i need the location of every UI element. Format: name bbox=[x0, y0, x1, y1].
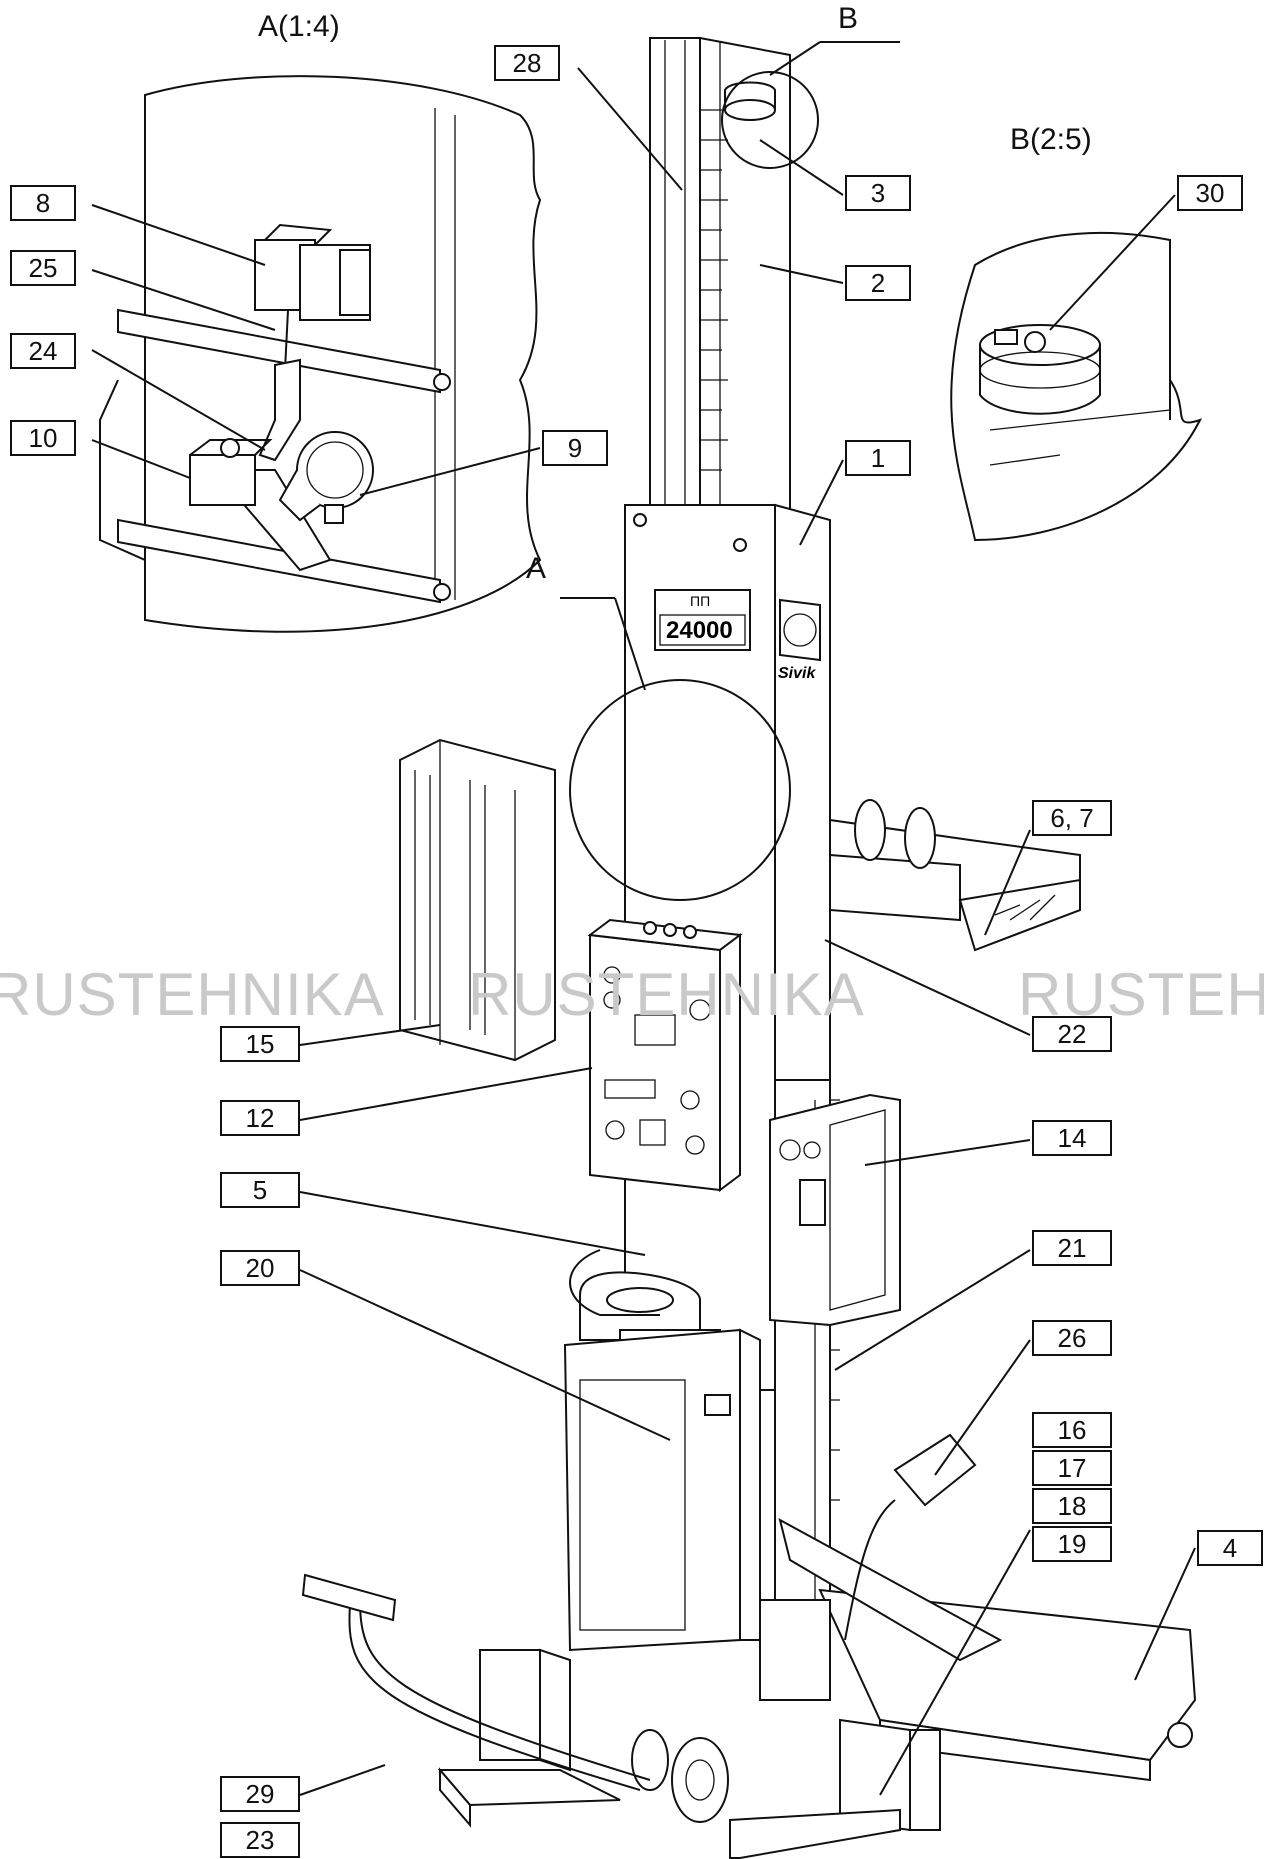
callout-16: 16 bbox=[1032, 1412, 1112, 1448]
callout-4: 4 bbox=[1197, 1530, 1263, 1566]
motor-guard-20 bbox=[563, 1249, 761, 1652]
detail-a-title: A(1:4) bbox=[258, 10, 340, 43]
brand-logo: Sivik bbox=[778, 665, 816, 682]
callout-18: 18 bbox=[1032, 1488, 1112, 1524]
callout-22: 22 bbox=[1032, 1016, 1112, 1052]
callout-19: 19 bbox=[1032, 1526, 1112, 1562]
callout-15: 15 bbox=[220, 1026, 300, 1062]
callout-10: 10 bbox=[10, 420, 76, 456]
detail-b-view bbox=[950, 231, 1202, 542]
nameplate-top: ПП bbox=[690, 593, 711, 609]
callout-20: 20 bbox=[220, 1250, 300, 1286]
circle-a-marker: A bbox=[526, 552, 547, 585]
watermark-center: RUSTEHNIKA bbox=[468, 961, 865, 1028]
callout-14: 14 bbox=[1032, 1120, 1112, 1156]
callout-9: 9 bbox=[542, 430, 608, 466]
callout-30: 30 bbox=[1177, 175, 1243, 211]
callout-21: 21 bbox=[1032, 1230, 1112, 1266]
callout-2: 2 bbox=[845, 265, 911, 301]
watermark-left: RUSTEHNIKA bbox=[0, 961, 385, 1028]
callout-24: 24 bbox=[10, 333, 76, 369]
detail-b-title: B(2:5) bbox=[1010, 123, 1092, 156]
leader-lines bbox=[91, 41, 1196, 1796]
control-box-12 bbox=[587, 918, 743, 1192]
callout-5: 5 bbox=[220, 1172, 300, 1208]
callout-3: 3 bbox=[845, 175, 911, 211]
callout-6-7: 6, 7 bbox=[1032, 800, 1112, 836]
callout-1: 1 bbox=[845, 440, 911, 476]
callout-26: 26 bbox=[1032, 1320, 1112, 1356]
callout-29: 29 bbox=[220, 1776, 300, 1812]
base-frame bbox=[301, 1433, 1197, 1859]
callout-23: 23 bbox=[220, 1822, 300, 1858]
callout-25: 25 bbox=[10, 250, 76, 286]
callout-8: 8 bbox=[10, 185, 76, 221]
detail-b-marker: B bbox=[838, 2, 859, 35]
detail-a-view bbox=[99, 75, 542, 633]
side-box-14 bbox=[769, 1093, 901, 1327]
callout-17: 17 bbox=[1032, 1450, 1112, 1486]
nameplate-number: 24000 bbox=[666, 617, 733, 644]
callout-28: 28 bbox=[494, 45, 560, 81]
callout-12: 12 bbox=[220, 1100, 300, 1136]
